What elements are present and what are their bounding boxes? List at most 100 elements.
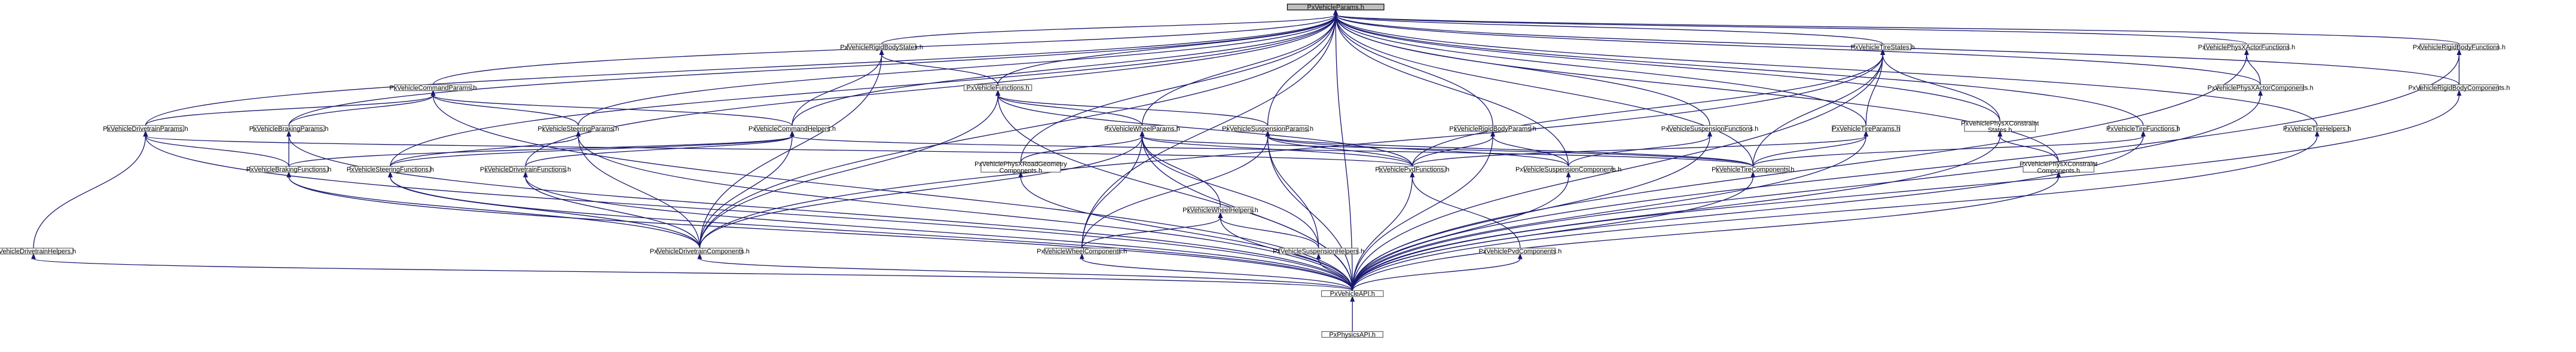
- edge-tirestates-to-params: [1333, 9, 1883, 45]
- node-label: PxVehiclePvdFunctions.h: [1375, 166, 1449, 173]
- node-box: [754, 125, 830, 132]
- node-label: PxVehicleTireFunctions.h: [2106, 126, 2180, 133]
- node-cmdparams[interactable]: PxVehicleCommandParams.h: [389, 84, 477, 92]
- node-box: [1107, 125, 1178, 132]
- node-box: [1668, 125, 1752, 132]
- node-rbparams[interactable]: PxVehicleRigidBodyParams.h: [1449, 125, 1536, 133]
- edge-vehicleapi-to-rbparams: [1352, 130, 1496, 291]
- node-label: PxVehiclePhysXConstraint: [2019, 161, 2097, 168]
- edge-vehicleapi-to-brakingparams: [286, 130, 1353, 291]
- node-drivetrainfunctions[interactable]: PxVehicleDrivetrainFunctions.h: [480, 166, 571, 173]
- node-cmdhelpers[interactable]: PxVehicleCommandHelpers.h: [748, 125, 836, 133]
- node-vehicleapi[interactable]: PxVehicleAPI.h: [1321, 290, 1384, 298]
- node-label: PxVehiclePhysXRoadGeometry: [974, 161, 1067, 168]
- edge-pvdfunctions-to-functions: [995, 90, 1413, 167]
- node-rbfunctions[interactable]: PxVehicleRigidBodyFunctions.h: [2413, 44, 2505, 51]
- node-tirecomponents[interactable]: PxVehicleTireComponents.h: [1712, 166, 1794, 173]
- node-label: PxVehicleBrakingParams.h: [249, 126, 329, 133]
- node-box: [2419, 84, 2499, 91]
- edge-brakingparams-to-params: [288, 9, 1339, 126]
- edge-vehicleapi-to-steeringparams: [576, 130, 1353, 291]
- edge-brakingfunctions-to-drivetrainparams: [143, 130, 289, 167]
- edge-physicsapi-to-vehicleapi: [1350, 295, 1355, 332]
- node-rbcomp[interactable]: PxVehicleRigidBodyComponents.h: [2408, 84, 2510, 92]
- node-suspfunctions[interactable]: PxVehicleSuspensionFunctions.h: [1661, 125, 1759, 133]
- node-drivetraincomp[interactable]: PxVehicleDrivetrainComponents.h: [650, 247, 750, 255]
- node-box: [1187, 206, 1254, 213]
- node-physxactorcomp[interactable]: PxVehiclePhysXActorComponents.h: [2207, 84, 2314, 92]
- edge-vehicleapi-to-susphelpers: [1316, 253, 1353, 291]
- node-label: PxVehicleSteeringParams.h: [537, 126, 619, 133]
- node-box: [249, 166, 328, 173]
- node-physxactorfn[interactable]: PxVehiclePhysXActorFunctions.h: [2198, 44, 2296, 51]
- node-drivetrainhelpers[interactable]: PxVehicleDrivetrainHelpers.h: [0, 247, 76, 255]
- edge-steeringfunctions-to-params: [390, 9, 1339, 167]
- edge-tirecomponents-to-wheelparams: [1139, 130, 1753, 167]
- node-functions[interactable]: PxVehicleFunctions.h: [964, 84, 1032, 92]
- edge-vehicleapi-to-suspfunctions: [1352, 130, 1713, 291]
- edge-drivetraincomp-to-steeringfunctions: [387, 171, 701, 249]
- node-box: [2217, 84, 2304, 91]
- node-rbstates[interactable]: PxVehicleRigidBodyStates.h: [840, 44, 923, 51]
- node-label: PxVehicleTireParams.h: [1832, 126, 1900, 133]
- edge-tirecomponents-to-tireparams: [1752, 130, 1869, 167]
- edge-steeringparams-to-params: [577, 9, 1339, 126]
- edge-vehicleapi-to-suspparams: [1265, 130, 1353, 291]
- node-suspparams[interactable]: PxVehicleSuspensionParams.h: [1222, 125, 1313, 133]
- node-params[interactable]: PxVehicleParams.h: [1287, 4, 1385, 11]
- edge-vehicleapi-to-tirefunctions: [1352, 130, 2146, 291]
- node-steeringfunctions[interactable]: PxVehicleSteeringFunctions.h: [347, 166, 434, 173]
- node-box: [394, 84, 472, 91]
- node-tireparams[interactable]: PxVehicleTireParams.h: [1832, 125, 1900, 133]
- node-label: Components.h: [1000, 167, 1043, 175]
- edge-vehicleapi-to-brakingfunctions: [286, 171, 1353, 291]
- node-label: PxVehicleDrivetrainParams.h: [103, 126, 188, 133]
- node-label: Components.h: [2037, 167, 2080, 175]
- node-box: [1287, 4, 1385, 11]
- node-tirehelpers[interactable]: PxVehicleTireHelpers.h: [2283, 125, 2351, 133]
- node-label: PxVehicleRigidBodyFunctions.h: [2413, 44, 2505, 51]
- node-steeringparams[interactable]: PxVehicleSteeringParams.h: [537, 125, 619, 133]
- edge-tirecomponents-to-suspparams: [1265, 130, 1753, 167]
- node-box: [1044, 247, 1120, 255]
- node-brakingfunctions[interactable]: PxVehicleBrakingFunctions.h: [246, 166, 331, 173]
- node-label: PxVehicleWheelComponents.h: [1037, 248, 1127, 255]
- node-physicsapi[interactable]: PxPhysicsAPI.h: [1321, 331, 1383, 338]
- node-suspcomponents[interactable]: PxVehicleSuspensionComponents.h: [1515, 166, 1621, 173]
- edge-physxconststates-to-params: [1333, 9, 2001, 122]
- node-box: [350, 166, 431, 173]
- edge-vehicleapi-to-drivetrainfunctions: [523, 171, 1353, 291]
- node-wheelhelpers[interactable]: PxVehicleWheelHelpers.h: [1182, 206, 1258, 214]
- node-box: [1716, 166, 1790, 173]
- node-box: [1227, 125, 1309, 132]
- node-brakingparams[interactable]: PxVehicleBrakingParams.h: [249, 125, 329, 133]
- node-label: PxVehicleSuspensionComponents.h: [1515, 166, 1621, 173]
- node-box: [656, 247, 743, 255]
- edge-physxconststates-to-tirestates: [1880, 49, 2001, 122]
- edge-vehicleapi-to-physxconstcomp: [1352, 171, 2061, 291]
- node-tirefunctions[interactable]: PxVehicleTireFunctions.h: [2106, 125, 2180, 133]
- node-label: PxVehicleTireComponents.h: [1712, 166, 1794, 173]
- node-wheelcomponents[interactable]: PxVehicleWheelComponents.h: [1037, 247, 1127, 255]
- node-label: PxVehicleRigidBodyComponents.h: [2408, 85, 2510, 92]
- node-pvdcomponents[interactable]: PxVehiclePvdComponents.h: [1478, 247, 1562, 255]
- node-wheelparams[interactable]: PxVehicleWheelParams.h: [1104, 125, 1180, 133]
- node-label: States.h: [1988, 127, 2012, 134]
- node-label: PxVehicleRigidBodyParams.h: [1449, 126, 1536, 133]
- node-susphelpers[interactable]: PxVehicleSuspensionHelpers.h: [1273, 247, 1364, 255]
- edge-vehicleapi-to-rbcomp: [1352, 90, 2462, 291]
- node-tirestates[interactable]: PxVehicleTireStates.h: [1851, 44, 1915, 51]
- node-label: PxVehicleWheelParams.h: [1104, 126, 1180, 133]
- edge-brakingparams-to-cmdparams: [288, 90, 436, 126]
- edge-vehicleapi-to-pvdcomponents: [1352, 253, 1523, 291]
- node-box: [253, 125, 325, 132]
- edge-drivetrainhelpers-to-drivetrainparams: [33, 130, 148, 249]
- node-box: [1279, 247, 1359, 255]
- edge-vehicleapi-to-suspcomponents: [1352, 171, 1571, 291]
- node-drivetrainparams[interactable]: PxVehicleDrivetrainParams.h: [103, 125, 188, 133]
- edge-vehicleapi-to-drivetrainhelpers: [31, 253, 1353, 291]
- node-pvdfunctions[interactable]: PxVehiclePvdFunctions.h: [1375, 166, 1449, 173]
